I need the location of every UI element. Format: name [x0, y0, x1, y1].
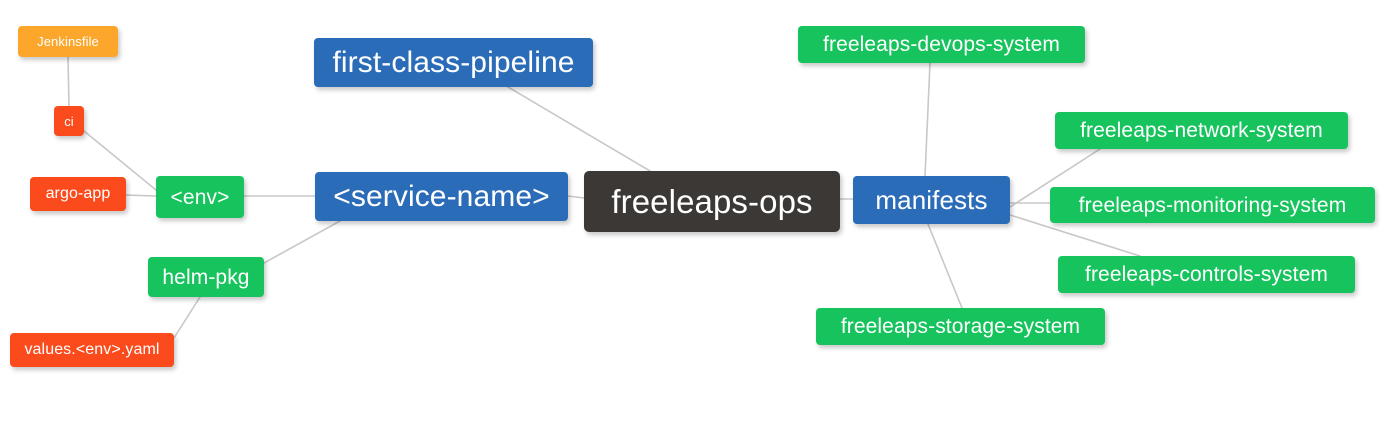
node-first-class-pipeline[interactable]: first-class-pipeline: [314, 38, 593, 87]
edge-first-class-pipeline-to-freeleaps-ops: [507, 86, 651, 172]
node-network-system[interactable]: freeleaps-network-system: [1055, 112, 1348, 149]
edge-values-yaml-to-helm-pkg: [173, 296, 201, 339]
node-manifests[interactable]: manifests: [853, 176, 1010, 224]
node-label-monitoring-system: freeleaps-monitoring-system: [1078, 193, 1347, 217]
node-service-name[interactable]: <service-name>: [315, 172, 568, 221]
node-label-storage-system: freeleaps-storage-system: [840, 315, 1081, 338]
edge-manifests-to-storage-system: [927, 223, 963, 309]
node-argo-app[interactable]: argo-app: [30, 177, 126, 211]
edge-jenkinsfile-to-ci: [67, 56, 70, 107]
node-label-first-class-pipeline: first-class-pipeline: [332, 45, 575, 79]
node-label-service-name: <service-name>: [333, 179, 550, 213]
node-label-network-system: freeleaps-network-system: [1080, 119, 1323, 142]
node-label-devops-system: freeleaps-devops-system: [823, 33, 1060, 56]
node-label-controls-system: freeleaps-controls-system: [1085, 263, 1328, 286]
node-ci[interactable]: ci: [54, 106, 84, 136]
node-label-helm-pkg: helm-pkg: [162, 265, 250, 289]
edge-service-name-to-freeleaps-ops: [567, 195, 585, 199]
node-label-env: <env>: [170, 185, 230, 209]
node-monitoring-system[interactable]: freeleaps-monitoring-system: [1050, 187, 1375, 223]
node-label-jenkinsfile: Jenkinsfile: [37, 34, 99, 49]
node-devops-system[interactable]: freeleaps-devops-system: [798, 26, 1085, 63]
node-env[interactable]: <env>: [156, 176, 244, 218]
node-storage-system[interactable]: freeleaps-storage-system: [816, 308, 1105, 345]
node-label-manifests: manifests: [875, 185, 988, 215]
node-values-yaml[interactable]: values.<env>.yaml: [10, 333, 174, 367]
edge-helm-pkg-to-service-name: [263, 220, 341, 264]
node-freeleaps-ops[interactable]: freeleaps-ops: [584, 171, 840, 232]
node-controls-system[interactable]: freeleaps-controls-system: [1058, 256, 1355, 293]
node-label-ci: ci: [64, 113, 74, 129]
edge-manifests-to-devops-system: [924, 62, 931, 177]
node-label-values-yaml: values.<env>.yaml: [24, 341, 160, 358]
node-helm-pkg[interactable]: helm-pkg: [148, 257, 264, 297]
edge-argo-app-to-env: [125, 194, 157, 197]
node-jenkinsfile[interactable]: Jenkinsfile: [18, 26, 118, 57]
node-label-argo-app: argo-app: [45, 185, 111, 202]
node-label-freeleaps-ops: freeleaps-ops: [611, 183, 813, 220]
